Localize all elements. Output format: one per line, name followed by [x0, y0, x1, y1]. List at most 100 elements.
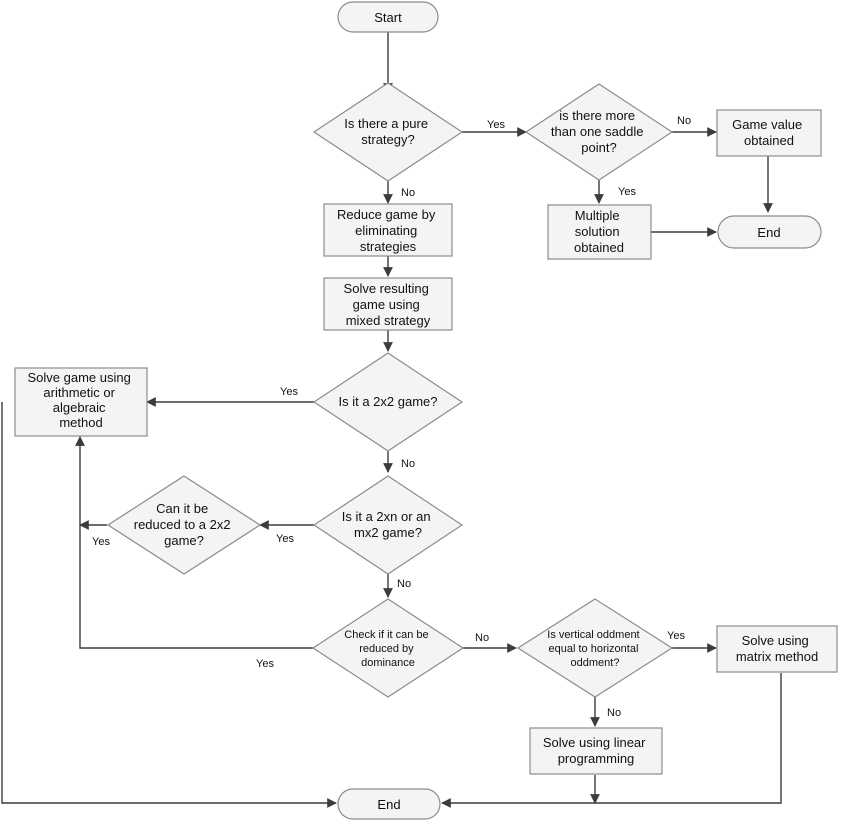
node-game-value: Game value obtained	[716, 109, 822, 157]
pure-strategy-decision	[312, 82, 464, 182]
node-pure-strategy: Is there a pure strategy?	[312, 82, 464, 182]
label-2xn-no: No	[397, 578, 411, 590]
is-2xn-line-2: mx2 game?	[354, 525, 422, 540]
is-2x2-line-1: Is it a 2x2 game?	[339, 394, 438, 409]
node-multiple-solution: Multiple solution obtained	[547, 204, 652, 260]
matrix-method-line-1: Solve using	[742, 633, 809, 648]
can-reduce-line-2: reduced to a 2x2	[134, 517, 231, 532]
end-bottom-label: End	[377, 797, 400, 812]
pure-strategy-line-1: Is there a pure	[344, 116, 428, 131]
label-dominance-no: No	[475, 632, 489, 644]
end-top-label: End	[757, 225, 780, 240]
matrix-method-line-2: matrix method	[736, 649, 818, 664]
label-dominance-yes: Yes	[256, 658, 274, 670]
label-2x2-no: No	[401, 458, 415, 470]
check-dominance-line-1: Check if it can be	[344, 629, 428, 641]
svg-text:is there more than one s: is there more than one saddle point?	[551, 108, 647, 155]
label-2xn-yes: Yes	[276, 533, 294, 545]
solve-arith-line-3: algebraic	[53, 400, 106, 415]
edge-arith-to-end	[1, 402, 337, 808]
multiple-solution-line-2: solution	[575, 224, 620, 239]
solve-arith-box	[14, 367, 148, 437]
solve-arith-line-2: arithmetic or	[43, 385, 115, 400]
reduce-game-line-2: eliminating	[355, 223, 417, 238]
svg-text:Is it a 2x2 game?: Is it a 2x2 game?	[339, 394, 438, 409]
pure-strategy-line-2: strategy?	[361, 132, 414, 147]
game-value-line-1: Game value	[732, 117, 802, 132]
reduce-game-line-3: strategies	[360, 239, 417, 254]
node-is-2x2: Is it a 2x2 game?	[312, 352, 464, 452]
end-bottom-terminal	[337, 788, 441, 820]
check-dominance-line-3: dominance	[361, 657, 415, 669]
reduce-game-line-1: Reduce game by	[337, 207, 436, 222]
label-saddle-yes: Yes	[618, 186, 636, 198]
matrix-method-box	[716, 625, 838, 673]
node-check-dominance: Check if it can be reduced by dominance	[311, 598, 465, 698]
node-end-top: End	[717, 215, 822, 249]
can-reduce-line-3: game?	[164, 533, 204, 548]
more-saddle-decision	[524, 83, 674, 181]
edge-labels: Yes No No Yes Yes No Yes No Yes Yes No Y…	[92, 115, 691, 719]
node-oddment: Is vertical oddment equal to horizontal …	[516, 598, 674, 698]
svg-text:Is vertical oddment equa: Is vertical oddment equal to horizontal …	[547, 629, 642, 669]
label-2x2-yes: Yes	[280, 386, 298, 398]
node-more-saddle: is there more than one saddle point?	[524, 83, 674, 181]
label-pure-yes: Yes	[487, 119, 505, 131]
solve-mixed-line-2: game using	[353, 297, 420, 312]
game-value-box	[716, 109, 822, 157]
linear-programming-box	[529, 727, 663, 775]
svg-text:Is it a 2xn or an mx2 ga: Is it a 2xn or an mx2 game?	[342, 509, 435, 540]
node-matrix-method: Solve using matrix method	[716, 625, 838, 673]
check-dominance-line-2: reduced by	[359, 643, 414, 655]
node-end-bottom: End	[337, 788, 441, 820]
node-is-2xn: Is it a 2xn or an mx2 game?	[312, 475, 464, 575]
check-dominance-decision	[311, 598, 465, 698]
label-saddle-no: No	[677, 115, 691, 127]
edges	[1, 32, 782, 808]
svg-text:Can it be reduced to a 2: Can it be reduced to a 2x2 game?	[134, 501, 234, 548]
linear-programming-line-2: programming	[558, 751, 635, 766]
svg-text:Game value obtained: Game value obtained	[732, 117, 806, 148]
node-reduce-game: Reduce game by eliminating strategies	[323, 203, 453, 257]
svg-text:Check if it can be reduc: Check if it can be reduced by dominance	[344, 629, 431, 669]
solve-mixed-line-3: mixed strategy	[346, 313, 431, 328]
label-oddment-no: No	[607, 707, 621, 719]
end-top-terminal	[717, 215, 822, 249]
svg-text:Solve using linear progr: Solve using linear programming	[543, 735, 649, 766]
multiple-solution-line-1: Multiple	[575, 208, 620, 223]
node-can-reduce: Can it be reduced to a 2x2 game?	[106, 475, 262, 575]
node-solve-mixed: Solve resulting game using mixed strateg…	[323, 277, 453, 331]
more-saddle-line-3: point?	[581, 140, 616, 155]
multiple-solution-box	[547, 204, 652, 260]
more-saddle-line-2: than one saddle	[551, 124, 644, 139]
svg-text:Is there a pure strategy: Is there a pure strategy?	[344, 116, 431, 147]
svg-text:Multiple solution: Multiple solution obtained	[574, 208, 624, 255]
node-start: Start	[337, 1, 439, 33]
solve-arith-line-4: method	[59, 415, 102, 430]
start-terminal	[337, 1, 439, 33]
label-oddment-yes: Yes	[667, 630, 685, 642]
more-saddle-line-1: is there more	[559, 108, 635, 123]
label-pure-no: No	[401, 187, 415, 199]
oddment-line-2: equal to horizontal	[549, 643, 639, 655]
solve-mixed-box	[323, 277, 453, 331]
edge-dominance-to-arith	[75, 436, 314, 649]
edge-matrix-to-end	[441, 673, 782, 808]
start-label: Start	[374, 10, 402, 25]
svg-text:Solve game using arithme: Solve game using arithmetic or algebraic…	[28, 370, 135, 430]
node-solve-arith: Solve game using arithmetic or algebraic…	[14, 367, 148, 437]
is-2xn-decision	[312, 475, 464, 575]
oddment-line-3: oddment?	[571, 657, 620, 669]
solve-arith-line-1: Solve game using	[28, 370, 131, 385]
solve-mixed-line-1: Solve resulting	[344, 281, 429, 296]
linear-programming-line-1: Solve using linear	[543, 735, 646, 750]
game-value-line-2: obtained	[744, 133, 794, 148]
oddment-decision	[516, 598, 674, 698]
can-reduce-decision	[106, 475, 262, 575]
reduce-game-box	[323, 203, 453, 257]
can-reduce-line-1: Can it be	[156, 501, 208, 516]
node-linear-programming: Solve using linear programming	[529, 727, 663, 775]
oddment-line-1: Is vertical oddment	[547, 629, 639, 641]
is-2xn-line-1: Is it a 2xn or an	[342, 509, 431, 524]
